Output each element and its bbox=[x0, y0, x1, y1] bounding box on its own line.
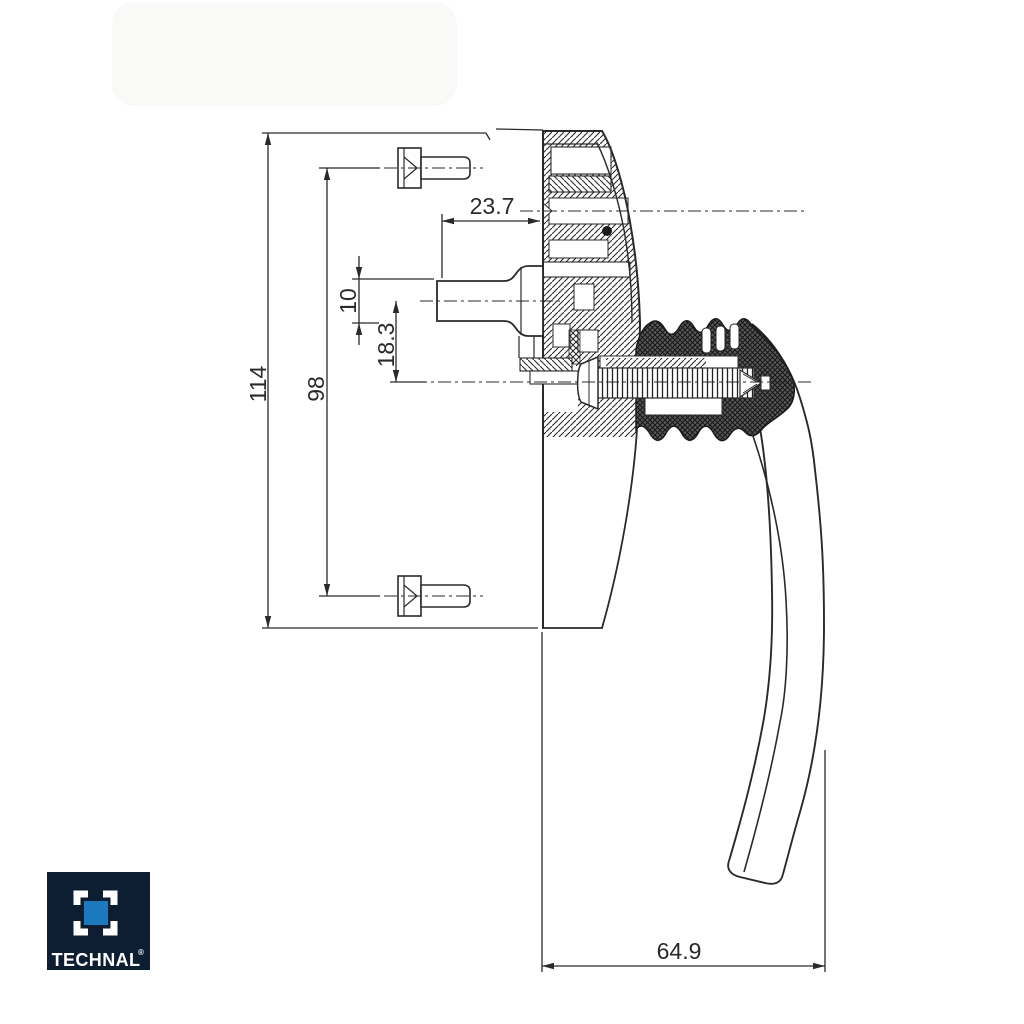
dim-spindle-projection bbox=[441, 214, 540, 278]
logo-blue-square bbox=[84, 901, 108, 925]
logo-brackets-icon bbox=[73, 890, 118, 936]
dim-screw-spacing bbox=[319, 167, 380, 597]
dim-label-axis-offset: 18.3 bbox=[373, 323, 399, 368]
spindle-shaft bbox=[436, 265, 579, 385]
dim-label-screw-spacing: 98 bbox=[303, 376, 329, 402]
dim-label-overall-height: 114 bbox=[245, 365, 271, 402]
scan-artifact bbox=[112, 2, 457, 106]
seal-dot bbox=[602, 226, 612, 236]
dim-handle-depth bbox=[541, 632, 826, 972]
dim-label-spindle-square: 10 bbox=[335, 288, 361, 314]
handle-lever bbox=[727, 323, 825, 885]
dim-spindle-square bbox=[352, 256, 434, 345]
technal-logo: TECHNAL ® bbox=[47, 872, 150, 970]
dim-label-handle-depth: 64.9 bbox=[657, 938, 702, 964]
dim-label-spindle-projection: 23.7 bbox=[470, 193, 515, 219]
logo-wordmark: TECHNAL bbox=[52, 950, 141, 970]
logo-registered-mark: ® bbox=[138, 948, 144, 957]
dim-axis-offset bbox=[390, 301, 426, 383]
dim-overall-height bbox=[262, 128, 544, 629]
handle-fixing-screw bbox=[576, 355, 771, 416]
center-lines bbox=[384, 167, 812, 597]
